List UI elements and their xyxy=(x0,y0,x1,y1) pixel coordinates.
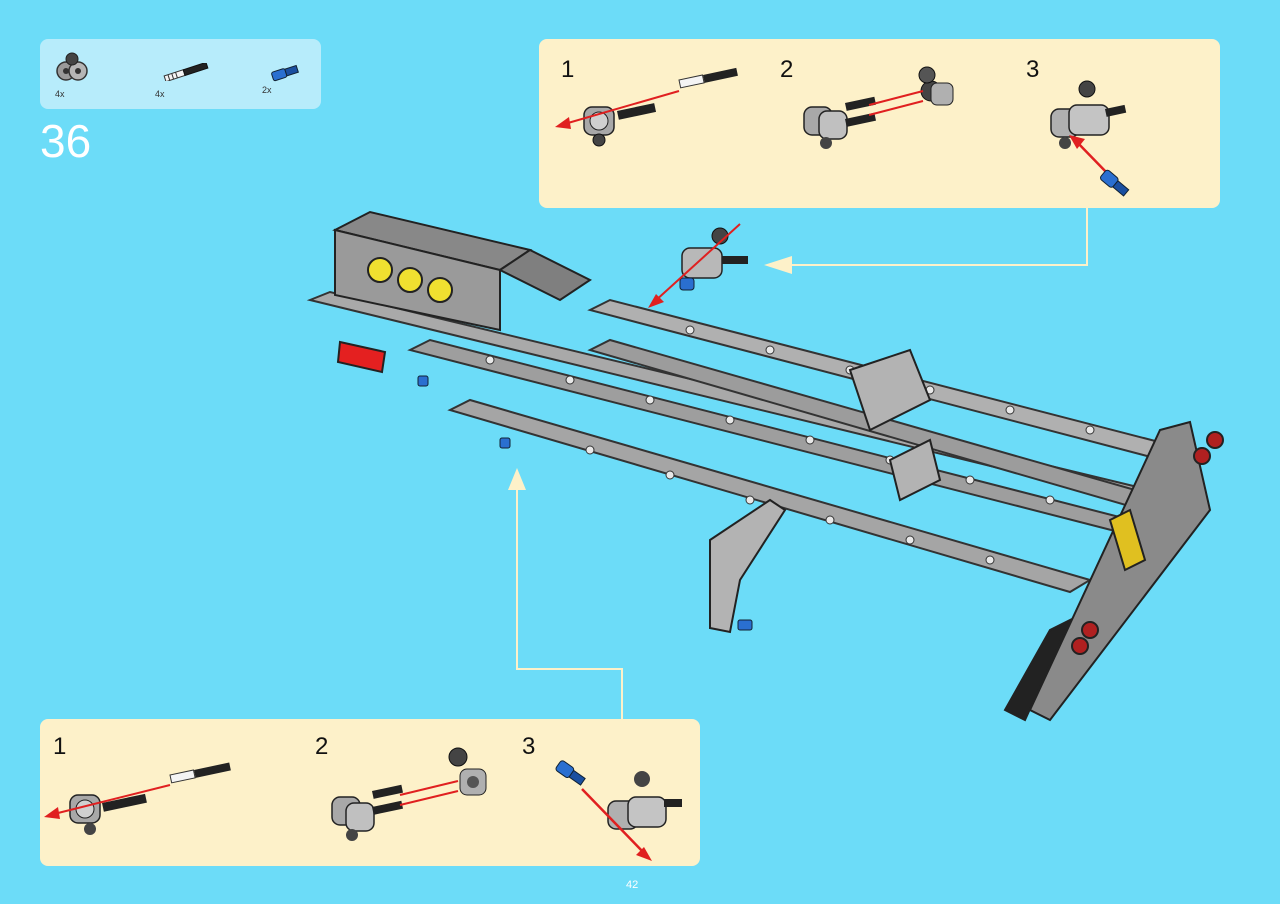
sub-step-number: 2 xyxy=(315,733,329,760)
axle-pin-part-icon xyxy=(678,67,738,89)
double-connector-part-icon xyxy=(56,51,90,85)
sub-step-number: 3 xyxy=(522,733,536,760)
floating-sub-assembly xyxy=(648,223,748,308)
blue-pin-part-icon xyxy=(555,760,586,786)
page-number: 42 xyxy=(626,879,639,891)
connector-assembly-icon xyxy=(607,771,682,830)
double-connector-part-icon xyxy=(448,747,487,796)
connector-part-icon xyxy=(69,793,147,835)
part-quantity: 2x xyxy=(262,85,272,95)
sub-step-number: 1 xyxy=(53,733,67,760)
double-connector-part-icon xyxy=(918,66,954,106)
parts-list-box: 4x 4x 2x xyxy=(40,39,321,109)
sub-step-number: 3 xyxy=(1026,56,1040,83)
sub-step-number: 1 xyxy=(561,56,575,83)
axle-pin-part-icon xyxy=(169,762,231,784)
sub-step-number: 2 xyxy=(780,56,794,83)
blue-pin-part-icon xyxy=(1100,169,1130,197)
sub-assembly-illustrations xyxy=(44,747,682,861)
blue-pin-part-icon xyxy=(268,63,304,83)
part-quantity: 4x xyxy=(55,89,65,99)
connector-part-icon xyxy=(331,784,404,841)
main-model-illustration xyxy=(290,200,1240,740)
connector-part-icon xyxy=(803,96,877,149)
step-number: 36 xyxy=(40,115,92,167)
sub-assembly-panel-top: 1 2 3 xyxy=(539,39,1220,208)
connector-assembly-icon xyxy=(1050,80,1127,149)
insert-arrow xyxy=(560,90,680,126)
part-quantity: 4x xyxy=(155,89,165,99)
sub-assembly-illustrations xyxy=(555,66,1130,197)
connector-part-icon xyxy=(583,103,657,147)
axle-pin-part-icon xyxy=(160,63,212,81)
sub-assembly-panel-bottom: 1 2 3 xyxy=(40,719,700,866)
